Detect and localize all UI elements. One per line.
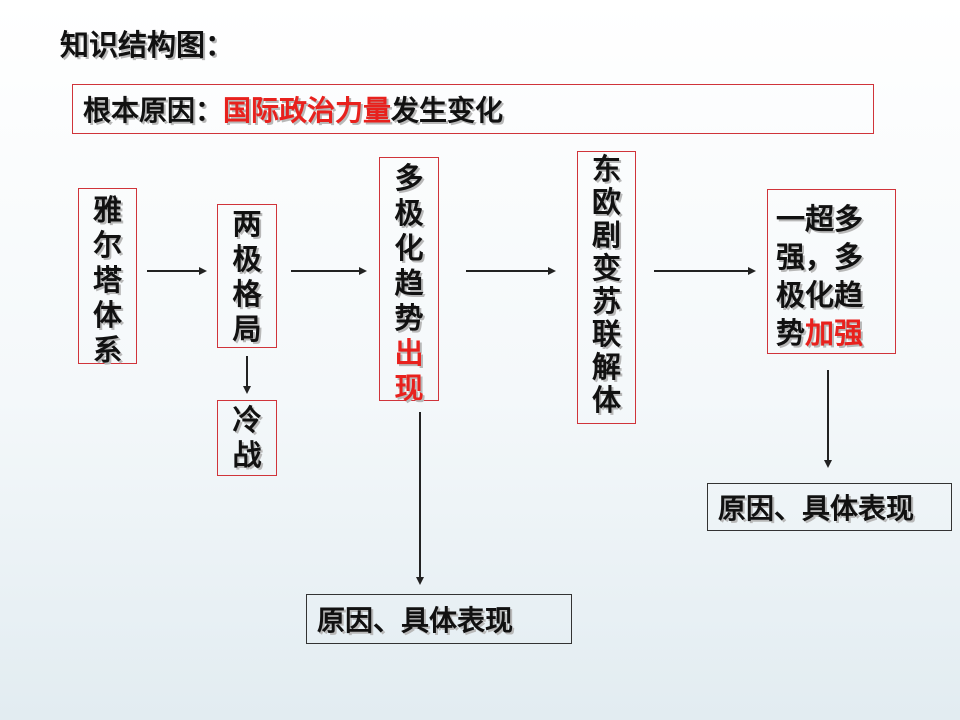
page-title: 知识结构图： [60, 28, 235, 62]
node-yalta-system-label: 雅尔塔体系 [92, 193, 122, 367]
node-yalta-system: 雅尔塔体系 [78, 188, 137, 367]
node-superpower-multipolar: 一超多 强，多 极化趋 势加强 [767, 189, 896, 354]
node-eastern-europe-ussr: 东欧剧变苏联解体 [577, 151, 636, 424]
node-eastern-europe-ussr-label: 东欧剧变苏联解体 [591, 152, 621, 417]
detail-box-multipolar: 原因、具体表现 [306, 594, 572, 644]
node-cold-war: 冷战 [217, 400, 277, 476]
node-multipolar-trend: 多极化趋势 出现 [379, 157, 439, 405]
root-cause-highlight: 国际政治力量 [223, 94, 392, 127]
node-multipolar-trend-label: 多极化趋势 出现 [394, 161, 424, 405]
root-cause-suffix: 发生变化 [391, 94, 504, 127]
detail-box-superpower: 原因、具体表现 [707, 483, 952, 531]
node-cold-war-label: 冷战 [232, 403, 262, 472]
node-bipolar-pattern: 两极格局 [217, 204, 277, 348]
node-bipolar-pattern-label: 两极格局 [232, 207, 262, 346]
root-cause-box: 根本原因： 国际政治力量 发生变化 [72, 84, 874, 134]
node-superpower-multipolar-label: 一超多 强，多 极化趋 势加强 [776, 202, 864, 350]
root-cause-prefix: 根本原因： [83, 94, 224, 127]
